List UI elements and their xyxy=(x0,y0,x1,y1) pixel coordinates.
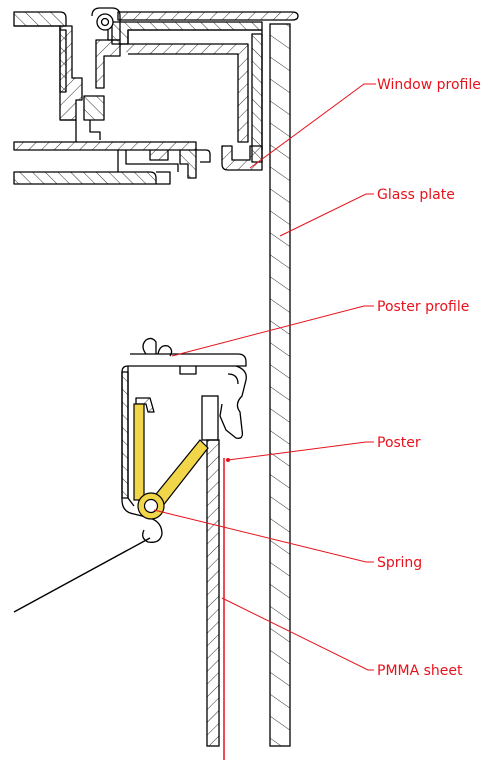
leader-poster xyxy=(227,441,374,461)
leader-poster-profile xyxy=(171,305,374,357)
callout-labels: Window profile Glass plate Poster profil… xyxy=(377,77,481,679)
window-profile xyxy=(13,7,299,185)
glass-plate xyxy=(269,23,291,747)
label-pmma-sheet: PMMA sheet xyxy=(377,663,463,679)
leader-pmma-sheet xyxy=(221,597,374,671)
poster-profile xyxy=(121,337,247,543)
callout-leaders xyxy=(153,83,376,671)
support-cable xyxy=(13,537,151,613)
leader-spring xyxy=(153,509,374,563)
spring xyxy=(133,403,209,520)
label-poster: Poster xyxy=(377,435,421,451)
pmma-block xyxy=(201,395,219,441)
leader-glass-plate xyxy=(279,193,374,237)
leader-window-profile xyxy=(249,83,376,169)
poster-leader-dot xyxy=(226,458,230,462)
label-window-profile: Window profile xyxy=(377,77,481,93)
label-glass-plate: Glass plate xyxy=(377,187,455,203)
label-spring: Spring xyxy=(377,555,422,571)
label-poster-profile: Poster profile xyxy=(377,299,469,315)
pmma-sheet xyxy=(206,439,220,747)
